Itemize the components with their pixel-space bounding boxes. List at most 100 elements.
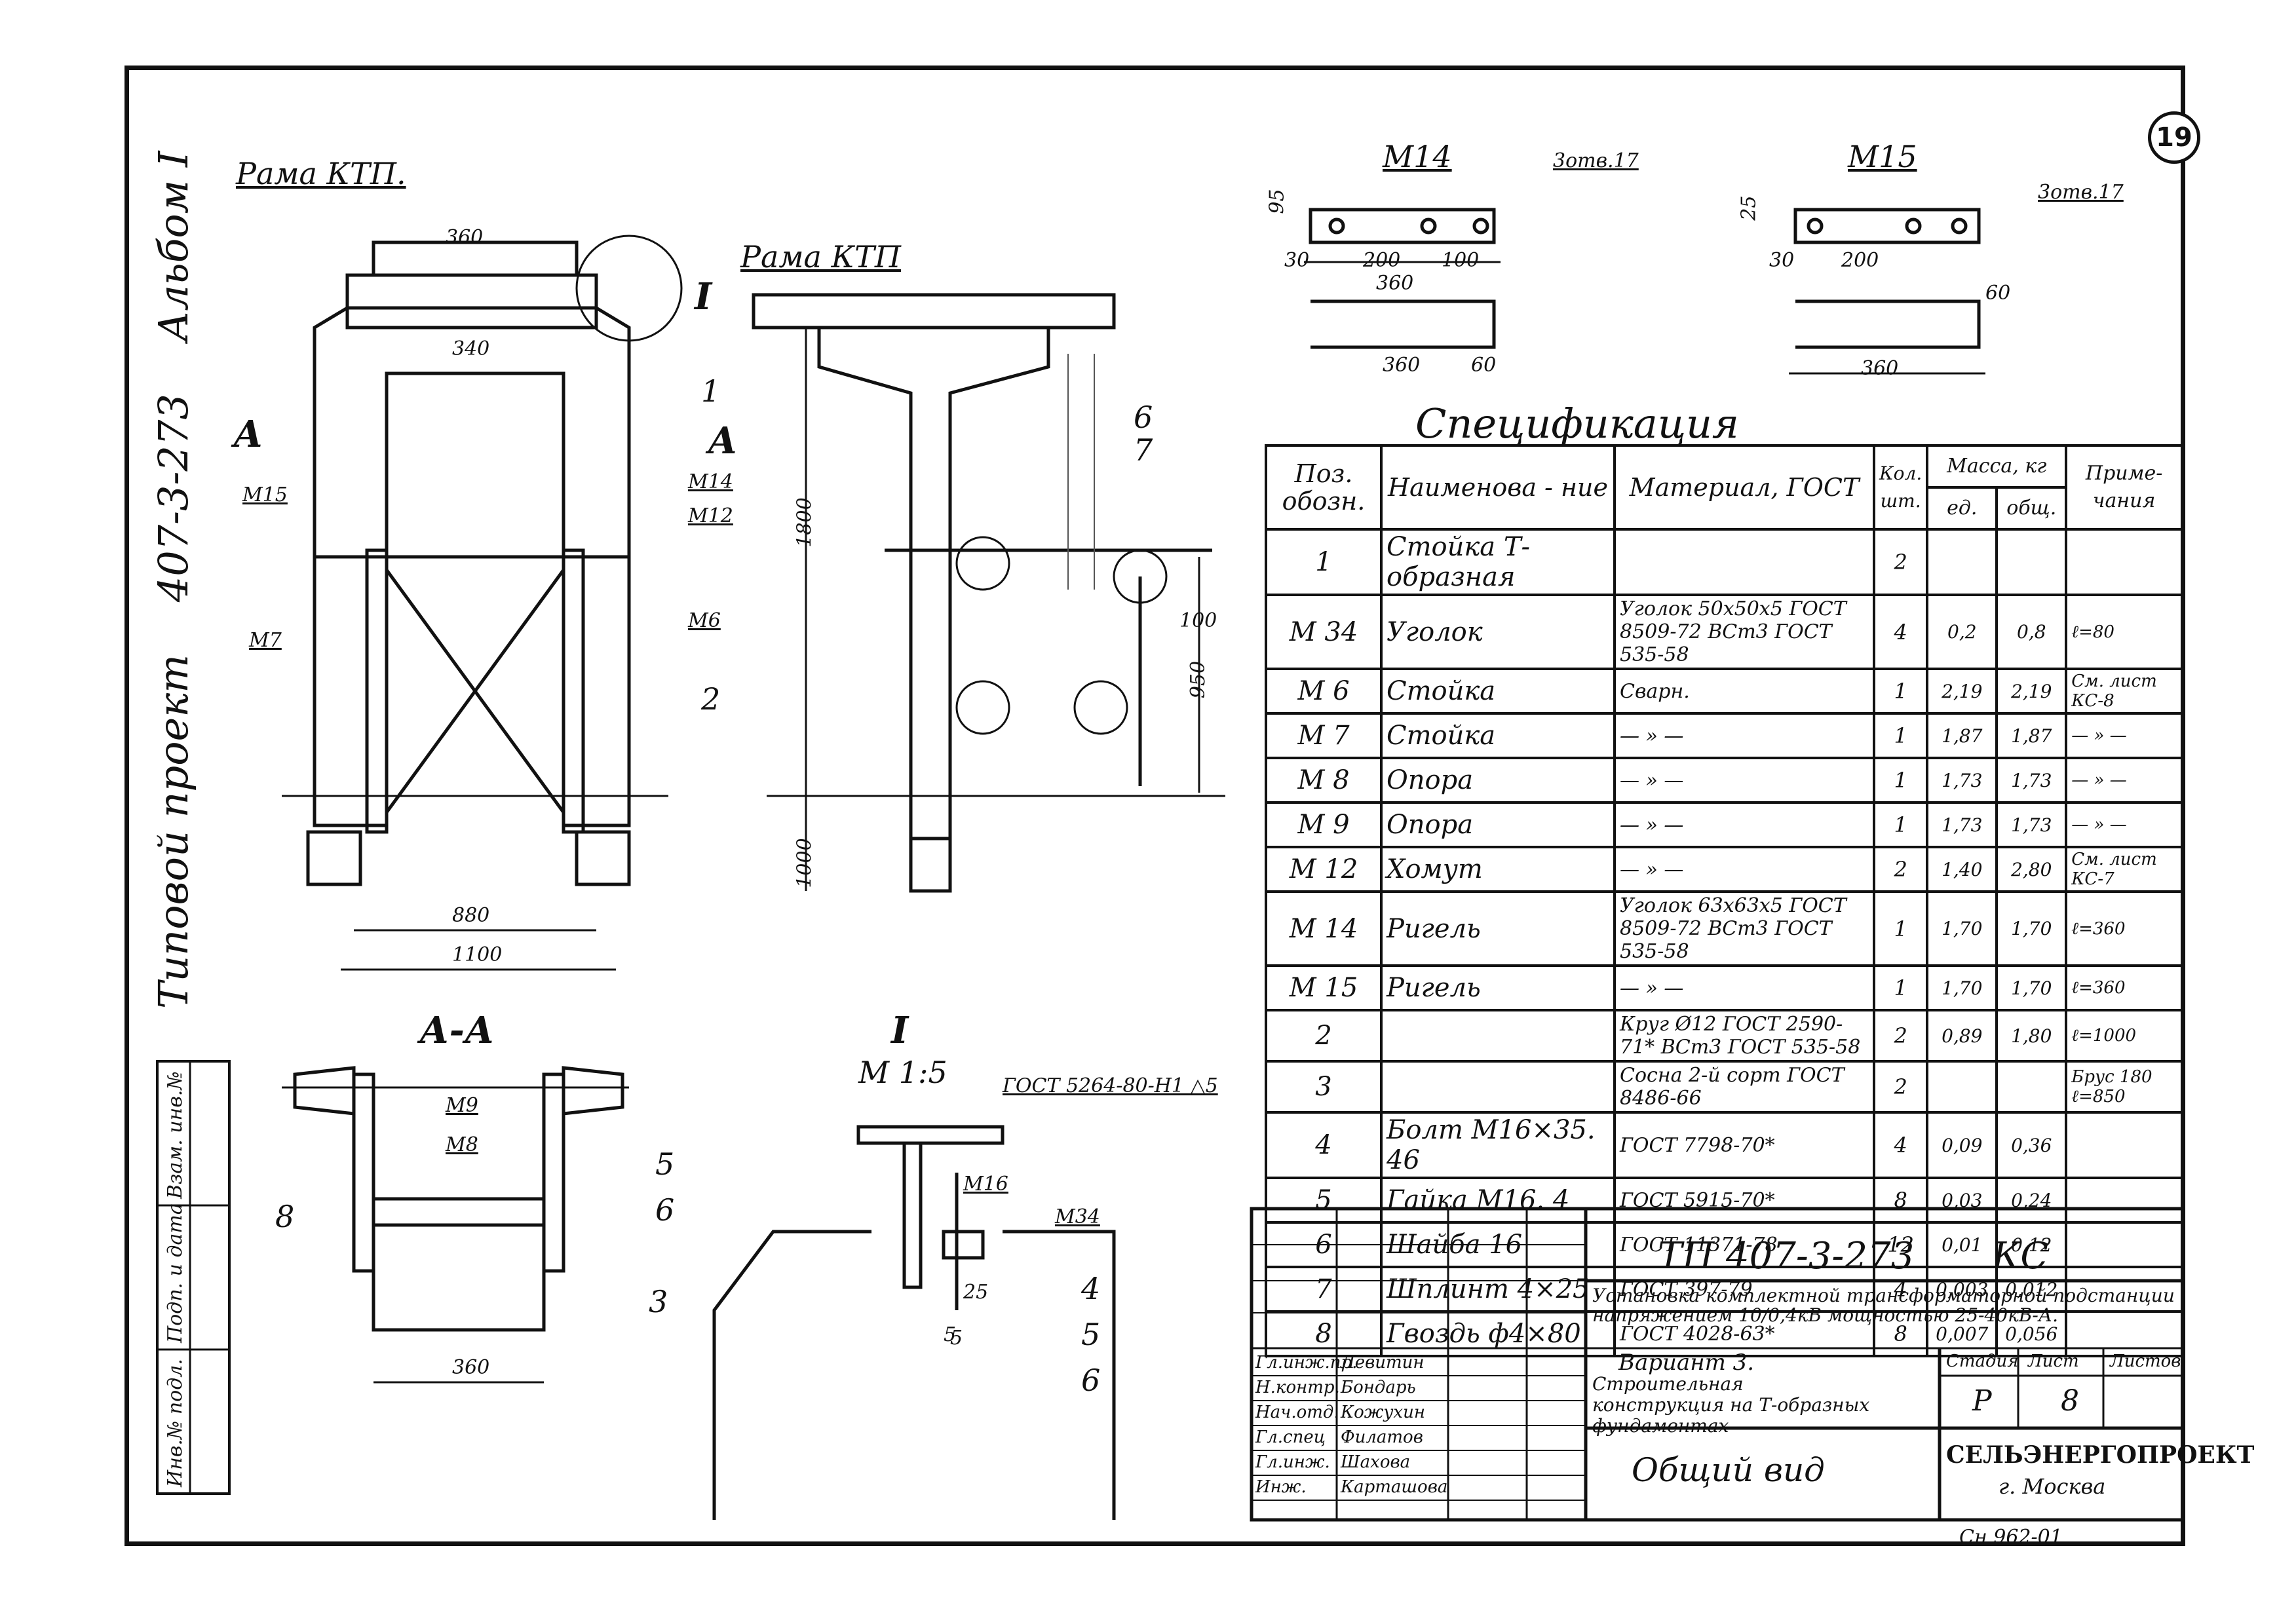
spec-cell-pos: М 6: [1265, 668, 1383, 715]
label-part-4: 4: [1081, 1271, 1101, 1306]
spec-cell-material: — » —: [1613, 757, 1875, 804]
label-node-scale: М 1:5: [858, 1055, 947, 1090]
spec-cell-pos: М 7: [1265, 712, 1383, 759]
spec-cell-total: 2,19: [1995, 668, 2068, 715]
dim-60-m14: 60: [1471, 354, 1497, 377]
label-section-mark-left: А: [233, 413, 263, 456]
stamp-role-3: Гл.спец: [1255, 1427, 1326, 1447]
spec-cell-material: Сосна 2-й сорт ГОСТ 8486-66: [1613, 1060, 1875, 1114]
label-mark-m34: М34: [1055, 1205, 1100, 1228]
spec-cell-name: Хомут: [1380, 846, 1616, 893]
label-mark-m12: М12: [688, 504, 733, 527]
spec-cell-note: [2065, 1310, 2183, 1357]
stamp-name-4: Шахова: [1341, 1452, 1411, 1472]
drawing-frame: [124, 66, 2185, 1546]
spec-cell-unit: [1926, 1060, 1999, 1114]
spec-cell-total: 1,80: [1995, 1009, 2068, 1063]
spec-cell-material: ГОСТ 397-79: [1613, 1266, 1875, 1313]
spec-cell-material: — » —: [1613, 712, 1875, 759]
label-holes-m15: 3отв.17: [2038, 181, 2124, 204]
spec-cell-note: — » —: [2065, 757, 2183, 804]
spec-cell-name: Стойка: [1380, 668, 1616, 715]
dim-200-m15: 200: [1841, 249, 1879, 272]
stamp-sheets-label: Листов: [2110, 1351, 2181, 1371]
label-part-6b: 6: [1081, 1363, 1101, 1398]
stamp-role-5: Инж.: [1255, 1477, 1307, 1497]
stamp-name-3: Филатов: [1341, 1427, 1423, 1447]
dim-360-section: 360: [452, 1356, 490, 1379]
label-holes-m14: 3отв.17: [1553, 149, 1639, 172]
spec-cell-qty: 4: [1872, 594, 1929, 670]
spec-cell-qty: 8: [1872, 1310, 1929, 1357]
spec-cell-total: 0,012: [1995, 1266, 2068, 1313]
stamp-role-1: Н.контр.: [1255, 1378, 1340, 1397]
spec-cell-name: Гайка М16. 4: [1380, 1177, 1616, 1224]
stamp-structure: Строительная конструкция на Т-образных ф…: [1592, 1373, 1870, 1437]
spec-header-mass: Масса, кг: [1926, 444, 2068, 489]
spec-cell-qty: 2: [1872, 1009, 1929, 1063]
label-section-aa-title: А-А: [419, 1009, 495, 1052]
dim-5-node-b: 5: [950, 1327, 963, 1350]
spec-cell-pos: 3: [1265, 1060, 1383, 1114]
sheet-number: 19: [2148, 111, 2200, 164]
side-stamp-inv: Инв.№ подл.: [164, 1359, 187, 1487]
spec-header-qty: Кол. шт.: [1872, 444, 1929, 531]
spec-cell-unit: 0,2: [1926, 594, 1999, 670]
stamp-name-1: Бондарь: [1341, 1378, 1416, 1397]
spec-cell-qty: 12: [1872, 1221, 1929, 1268]
detail-m14: [1304, 208, 1501, 349]
spec-table: Поз. обозн. Наименова - ние Материал, ГО…: [1265, 444, 2183, 1357]
label-mark-m16: М16: [963, 1173, 1008, 1196]
stamp-code: ТП 407-3-273: [1658, 1235, 1915, 1277]
spec-cell-qty: 8: [1872, 1177, 1929, 1224]
label-rama-ktp-left: Рама КТП.: [236, 156, 406, 191]
spec-header-note: Приме- чания: [2065, 444, 2183, 531]
dim-100-m14: 100: [1442, 249, 1480, 272]
label-m14-title: М14: [1383, 139, 1452, 174]
spec-cell-total: [1995, 528, 2068, 596]
spec-cell-unit: [1926, 528, 1999, 596]
spec-cell-name: Болт М16×35. 46: [1380, 1111, 1616, 1179]
stamp-archive: Сн 962-01: [1959, 1526, 2063, 1549]
stamp-mark: КС: [1992, 1235, 2049, 1277]
spec-cell-total: 1,87: [1995, 712, 2068, 759]
label-mark-m6: М6: [688, 609, 721, 632]
spec-cell-note: ℓ=1000: [2065, 1009, 2183, 1063]
label-part-5b: 5: [1081, 1317, 1101, 1352]
spec-cell-qty: 1: [1872, 801, 1929, 848]
spec-cell-note: [2065, 528, 2183, 596]
spec-cell-unit: 2,19: [1926, 668, 1999, 715]
stamp-variant: Вариант 3.: [1618, 1350, 1755, 1376]
dim-200-m14: 200: [1363, 249, 1401, 272]
dim-100-side: 100: [1179, 609, 1217, 632]
spec-cell-pos: М 12: [1265, 846, 1383, 893]
spec-cell-name: Ригель: [1380, 964, 1616, 1011]
dim-880: 880: [452, 904, 490, 927]
front-elevation: [282, 235, 683, 971]
dim-30-m14: 30: [1284, 249, 1310, 272]
dim-1100: 1100: [452, 943, 503, 966]
spec-cell-name: Опора: [1380, 801, 1616, 848]
side-stamp-replace: Взам. инв.№: [164, 1071, 187, 1199]
title-block: ТП 407-3-273 КС Установка комплектной тр…: [1252, 1209, 2254, 1549]
spec-cell-unit: 1,73: [1926, 801, 1999, 848]
spec-cell-qty: 4: [1872, 1111, 1929, 1179]
spec-subheader-row: ед. общ.: [1266, 486, 2182, 531]
label-part-2: 2: [701, 681, 721, 717]
label-part-6a: 6: [655, 1192, 675, 1228]
spec-cell-name: Гвоздь ф4×80: [1380, 1310, 1616, 1357]
spec-cell-note: ℓ=360: [2065, 964, 2183, 1011]
label-node-i-callout: I: [695, 275, 712, 318]
node-detail: [712, 1125, 1116, 1520]
dim-360-m14: 360: [1376, 272, 1414, 295]
spec-cell-qty: 1: [1872, 964, 1929, 1011]
